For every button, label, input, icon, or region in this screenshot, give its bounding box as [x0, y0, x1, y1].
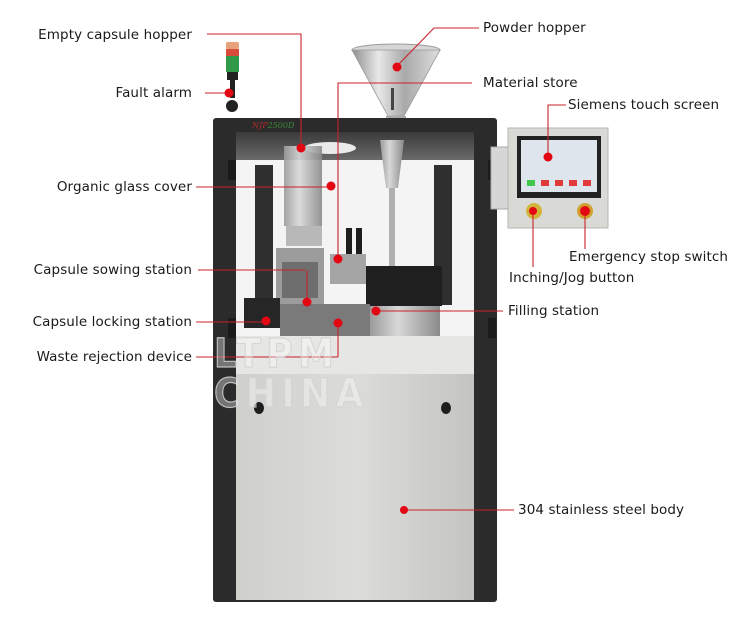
label-capsule-sowing-station: Capsule sowing station — [33, 262, 192, 278]
marker-waste-rejection-device — [333, 318, 343, 328]
label-material-store: Material store — [483, 75, 578, 91]
model-number: 2500D — [267, 121, 295, 130]
leader-lines — [196, 27, 586, 511]
marker-capsule-locking-station — [261, 316, 271, 326]
marker-stainless-steel-body — [400, 506, 408, 514]
label-empty-capsule-hopper: Empty capsule hopper — [38, 27, 192, 43]
marker-fault-alarm — [224, 88, 234, 98]
label-powder-hopper: Powder hopper — [483, 20, 586, 36]
label-organic-glass-cover: Organic glass cover — [56, 179, 192, 195]
capsule-hopper-graphic — [276, 142, 356, 306]
marker-inching-jog-button — [529, 207, 537, 215]
label-stainless-steel-body: 304 stainless steel body — [518, 502, 685, 518]
powder-hopper-graphic — [351, 43, 441, 128]
marker-capsule-sowing-station — [302, 297, 312, 307]
marker-empty-capsule-hopper — [296, 143, 306, 153]
label-fault-alarm: Fault alarm — [115, 85, 192, 101]
marker-emergency-stop-switch — [580, 206, 590, 216]
label-waste-rejection-device: Waste rejection device — [36, 349, 192, 365]
marker-dots — [224, 62, 590, 514]
label-inching-jog-button: Inching/Jog button — [509, 270, 635, 286]
label-emergency-stop-switch: Emergency stop switch — [569, 249, 729, 265]
model-brand-mark: NJP2500D — [252, 121, 294, 131]
marker-filling-station — [371, 306, 381, 316]
base-plate — [236, 336, 474, 374]
marker-organic-glass-cover — [326, 181, 336, 191]
cabinet-body — [236, 374, 474, 600]
label-filling-station: Filling station — [508, 303, 600, 319]
marker-powder-hopper — [392, 62, 402, 72]
watermark: LTPM CHINA — [213, 331, 369, 417]
label-capsule-locking-station: Capsule locking station — [32, 314, 192, 330]
model-prefix: NJP — [252, 121, 268, 130]
marker-siemens-touch-screen — [543, 152, 553, 162]
label-siemens-touch-screen: Siemens touch screen — [568, 97, 720, 113]
marker-material-store — [333, 254, 343, 264]
signal-tower — [226, 42, 239, 112]
control-panel — [490, 127, 609, 229]
